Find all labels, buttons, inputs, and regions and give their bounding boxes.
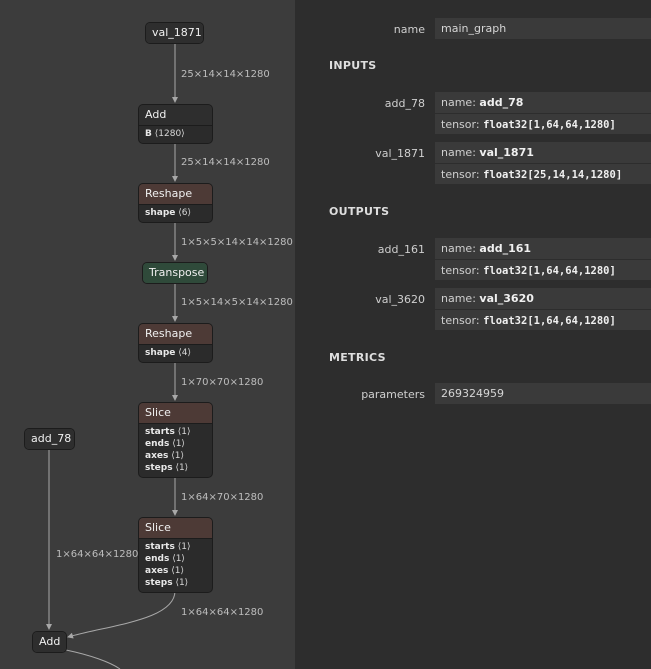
input-tensor: float32[1,64,64,1280] bbox=[483, 119, 616, 131]
node-attributes: B ⟨1280⟩ bbox=[139, 125, 212, 143]
graph-canvas[interactable]: 25×14×14×1280 25×14×14×1280 1×5×5×14×14×… bbox=[0, 0, 295, 669]
input-label: val_1871 bbox=[375, 147, 425, 160]
attr-value: ⟨1⟩ bbox=[171, 566, 184, 576]
edge-slice-add bbox=[67, 590, 176, 639]
edge-label: 1×64×64×1280 bbox=[56, 549, 139, 560]
attr-value: ⟨1⟩ bbox=[171, 451, 184, 461]
attr-value: ⟨1⟩ bbox=[177, 542, 191, 552]
input-tensor-line: tensor: float32[1,64,64,1280] bbox=[435, 113, 651, 134]
node-attributes: shape ⟨6⟩ bbox=[139, 204, 212, 222]
attr-value: ⟨1⟩ bbox=[172, 554, 185, 564]
node-title: Transpose bbox=[143, 263, 207, 283]
edge-label: 1×64×64×1280 bbox=[181, 607, 264, 618]
output-name: add_161 bbox=[479, 242, 532, 255]
edge-label: 1×64×70×1280 bbox=[181, 492, 264, 503]
input-node-val-1871[interactable]: val_1871 bbox=[145, 22, 204, 44]
input-tensor: float32[25,14,14,1280] bbox=[483, 169, 623, 181]
input-tensor-line: tensor: float32[25,14,14,1280] bbox=[435, 163, 651, 184]
input-name: add_78 bbox=[479, 96, 524, 109]
edge-label: 1×70×70×1280 bbox=[181, 377, 264, 388]
graph-name-label: name bbox=[393, 23, 425, 36]
output-name: val_3620 bbox=[479, 292, 534, 305]
tensor-key: tensor: bbox=[441, 168, 480, 181]
attr-value: ⟨1⟩ bbox=[175, 463, 189, 473]
node-slice[interactable]: Slice starts ⟨1⟩ ends ⟨1⟩ axes ⟨1⟩ steps… bbox=[138, 517, 213, 593]
input-name: val_1871 bbox=[479, 146, 534, 159]
output-name-line: name: val_3620 bbox=[435, 288, 651, 309]
input-name-line: name: val_1871 bbox=[435, 142, 651, 163]
name-key: name: bbox=[441, 96, 476, 109]
outputs-section-title: OUTPUTS bbox=[329, 205, 390, 218]
node-title: Reshape bbox=[139, 184, 212, 204]
name-key: name: bbox=[441, 242, 476, 255]
node-reshape[interactable]: Reshape shape ⟨6⟩ bbox=[138, 183, 213, 223]
attr-value: ⟨1280⟩ bbox=[154, 129, 185, 139]
node-attributes: starts ⟨1⟩ ends ⟨1⟩ axes ⟨1⟩ steps ⟨1⟩ bbox=[139, 538, 212, 592]
output-add-161-box[interactable]: name: add_161 tensor: float32[1,64,64,12… bbox=[435, 238, 651, 280]
properties-panel: name main_graph INPUTS add_78 name: add_… bbox=[295, 0, 651, 669]
attr-key: shape bbox=[145, 348, 176, 358]
node-title: Slice bbox=[139, 403, 212, 423]
node-title: Add bbox=[33, 632, 66, 652]
node-attributes: shape ⟨4⟩ bbox=[139, 344, 212, 362]
output-tensor-line: tensor: float32[1,64,64,1280] bbox=[435, 259, 651, 280]
input-add-78-box[interactable]: name: add_78 tensor: float32[1,64,64,128… bbox=[435, 92, 651, 134]
graph-edges bbox=[46, 43, 178, 669]
edge-label: 1×5×5×14×14×1280 bbox=[181, 237, 293, 248]
attr-key: ends bbox=[145, 554, 170, 564]
node-add[interactable]: Add bbox=[32, 631, 67, 653]
attr-value: ⟨4⟩ bbox=[178, 348, 192, 358]
output-tensor: float32[1,64,64,1280] bbox=[483, 315, 616, 327]
input-val-1871-box[interactable]: name: val_1871 tensor: float32[25,14,14,… bbox=[435, 142, 651, 184]
graph-name-text: main_graph bbox=[441, 22, 507, 35]
output-label: val_3620 bbox=[375, 293, 425, 306]
edge-label: 1×5×14×5×14×1280 bbox=[181, 297, 293, 308]
edge-add-output bbox=[65, 649, 121, 669]
output-tensor: float32[1,64,64,1280] bbox=[483, 265, 616, 277]
attr-value: ⟨1⟩ bbox=[177, 427, 191, 437]
attr-value: ⟨1⟩ bbox=[175, 578, 189, 588]
node-add[interactable]: Add B ⟨1280⟩ bbox=[138, 104, 213, 144]
tensor-key: tensor: bbox=[441, 118, 480, 131]
attr-key: starts bbox=[145, 542, 175, 552]
attr-key: axes bbox=[145, 566, 169, 576]
output-label: add_161 bbox=[377, 243, 425, 256]
node-title: Add bbox=[139, 105, 212, 125]
tensor-key: tensor: bbox=[441, 314, 480, 327]
node-title: Slice bbox=[139, 518, 212, 538]
tensor-key: tensor: bbox=[441, 264, 480, 277]
node-transpose[interactable]: Transpose bbox=[142, 262, 208, 284]
edge-label: 25×14×14×1280 bbox=[181, 69, 270, 80]
input-label: add_78 bbox=[384, 97, 425, 110]
attr-key: shape bbox=[145, 208, 176, 218]
input-name-line: name: add_78 bbox=[435, 92, 651, 113]
node-title: Reshape bbox=[139, 324, 212, 344]
node-attributes: starts ⟨1⟩ ends ⟨1⟩ axes ⟨1⟩ steps ⟨1⟩ bbox=[139, 423, 212, 477]
metric-label: parameters bbox=[361, 388, 425, 401]
output-name-line: name: add_161 bbox=[435, 238, 651, 259]
attr-key: B bbox=[145, 129, 152, 139]
attr-value: ⟨6⟩ bbox=[178, 208, 192, 218]
output-tensor-line: tensor: float32[1,64,64,1280] bbox=[435, 309, 651, 330]
name-key: name: bbox=[441, 292, 476, 305]
attr-key: ends bbox=[145, 439, 170, 449]
metrics-section-title: METRICS bbox=[329, 351, 386, 364]
metric-value: 269324959 bbox=[441, 387, 504, 400]
attr-key: starts bbox=[145, 427, 175, 437]
attr-key: steps bbox=[145, 578, 173, 588]
metric-parameters-value[interactable]: 269324959 bbox=[435, 383, 651, 404]
attr-key: axes bbox=[145, 451, 169, 461]
node-slice[interactable]: Slice starts ⟨1⟩ ends ⟨1⟩ axes ⟨1⟩ steps… bbox=[138, 402, 213, 478]
name-key: name: bbox=[441, 146, 476, 159]
attr-key: steps bbox=[145, 463, 173, 473]
edge-label: 25×14×14×1280 bbox=[181, 157, 270, 168]
inputs-section-title: INPUTS bbox=[329, 59, 377, 72]
node-reshape[interactable]: Reshape shape ⟨4⟩ bbox=[138, 323, 213, 363]
output-val-3620-box[interactable]: name: val_3620 tensor: float32[1,64,64,1… bbox=[435, 288, 651, 330]
graph-name-value[interactable]: main_graph bbox=[435, 18, 651, 39]
node-title: add_78 bbox=[25, 429, 74, 449]
node-title: val_1871 bbox=[146, 23, 203, 43]
input-node-add-78[interactable]: add_78 bbox=[24, 428, 75, 450]
attr-value: ⟨1⟩ bbox=[172, 439, 185, 449]
